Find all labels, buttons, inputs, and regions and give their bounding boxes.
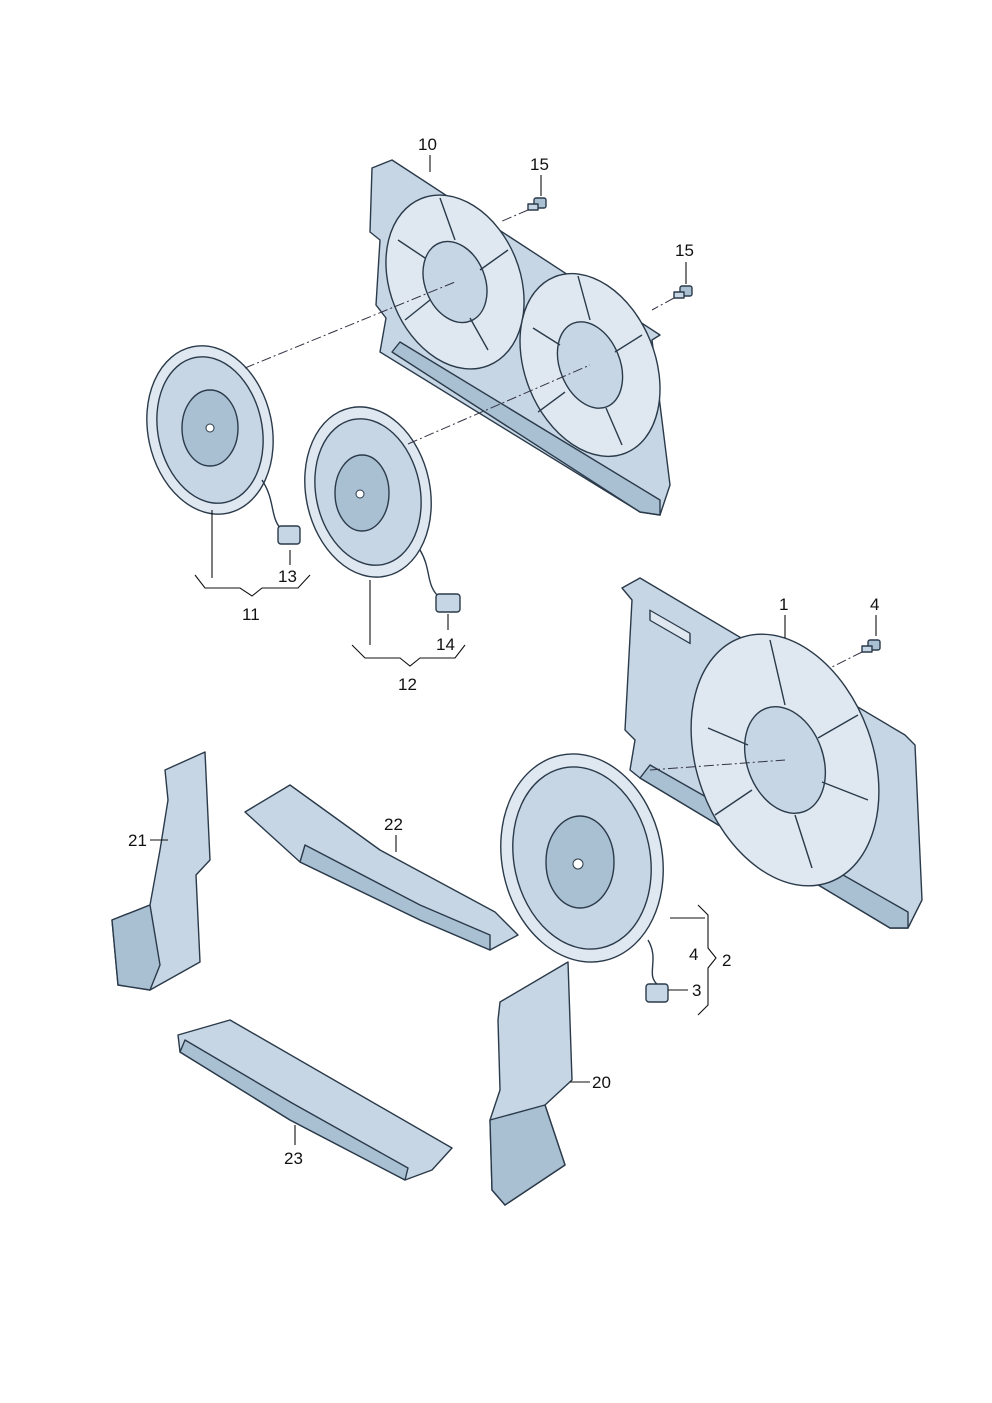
screw-15-upper: [527, 197, 547, 211]
callout-2: 2: [722, 951, 731, 970]
callout-11: 11: [242, 605, 260, 624]
callout-1: 1: [779, 595, 788, 614]
part-22-air-guide-upper: [244, 784, 519, 951]
callout-4-screw: 4: [870, 595, 879, 614]
callout-labels: 10 15 15 1 4 13 11 14 12 4 2 3 21 22 20 …: [128, 135, 879, 1168]
part-2-fan-assembly: [500, 753, 669, 1003]
assembly-axis-lines: [244, 209, 863, 771]
part-12-fan-small: [304, 406, 461, 613]
callout-22: 22: [384, 815, 403, 834]
callout-10: 10: [418, 135, 437, 154]
part-20-air-guide-right: [489, 961, 573, 1206]
callout-12: 12: [398, 675, 417, 694]
leader-lines: [150, 155, 877, 1145]
callout-13: 13: [278, 567, 297, 586]
screw-15-lower: [673, 285, 693, 299]
screw-4: [861, 639, 881, 653]
part-23-air-guide-lower: [177, 1019, 453, 1181]
callout-4-fan: 4: [689, 945, 698, 964]
part-21-air-guide-left: [111, 751, 211, 991]
part-11-fan-large: [146, 345, 301, 545]
callout-3: 3: [692, 981, 701, 1000]
callout-14: 14: [436, 635, 455, 654]
callout-23: 23: [284, 1149, 303, 1168]
callout-20: 20: [592, 1073, 611, 1092]
callout-15-upper: 15: [530, 155, 549, 174]
part-1-single-fan-shroud: [621, 577, 923, 929]
callout-21: 21: [128, 831, 147, 850]
callout-15-lower: 15: [675, 241, 694, 260]
